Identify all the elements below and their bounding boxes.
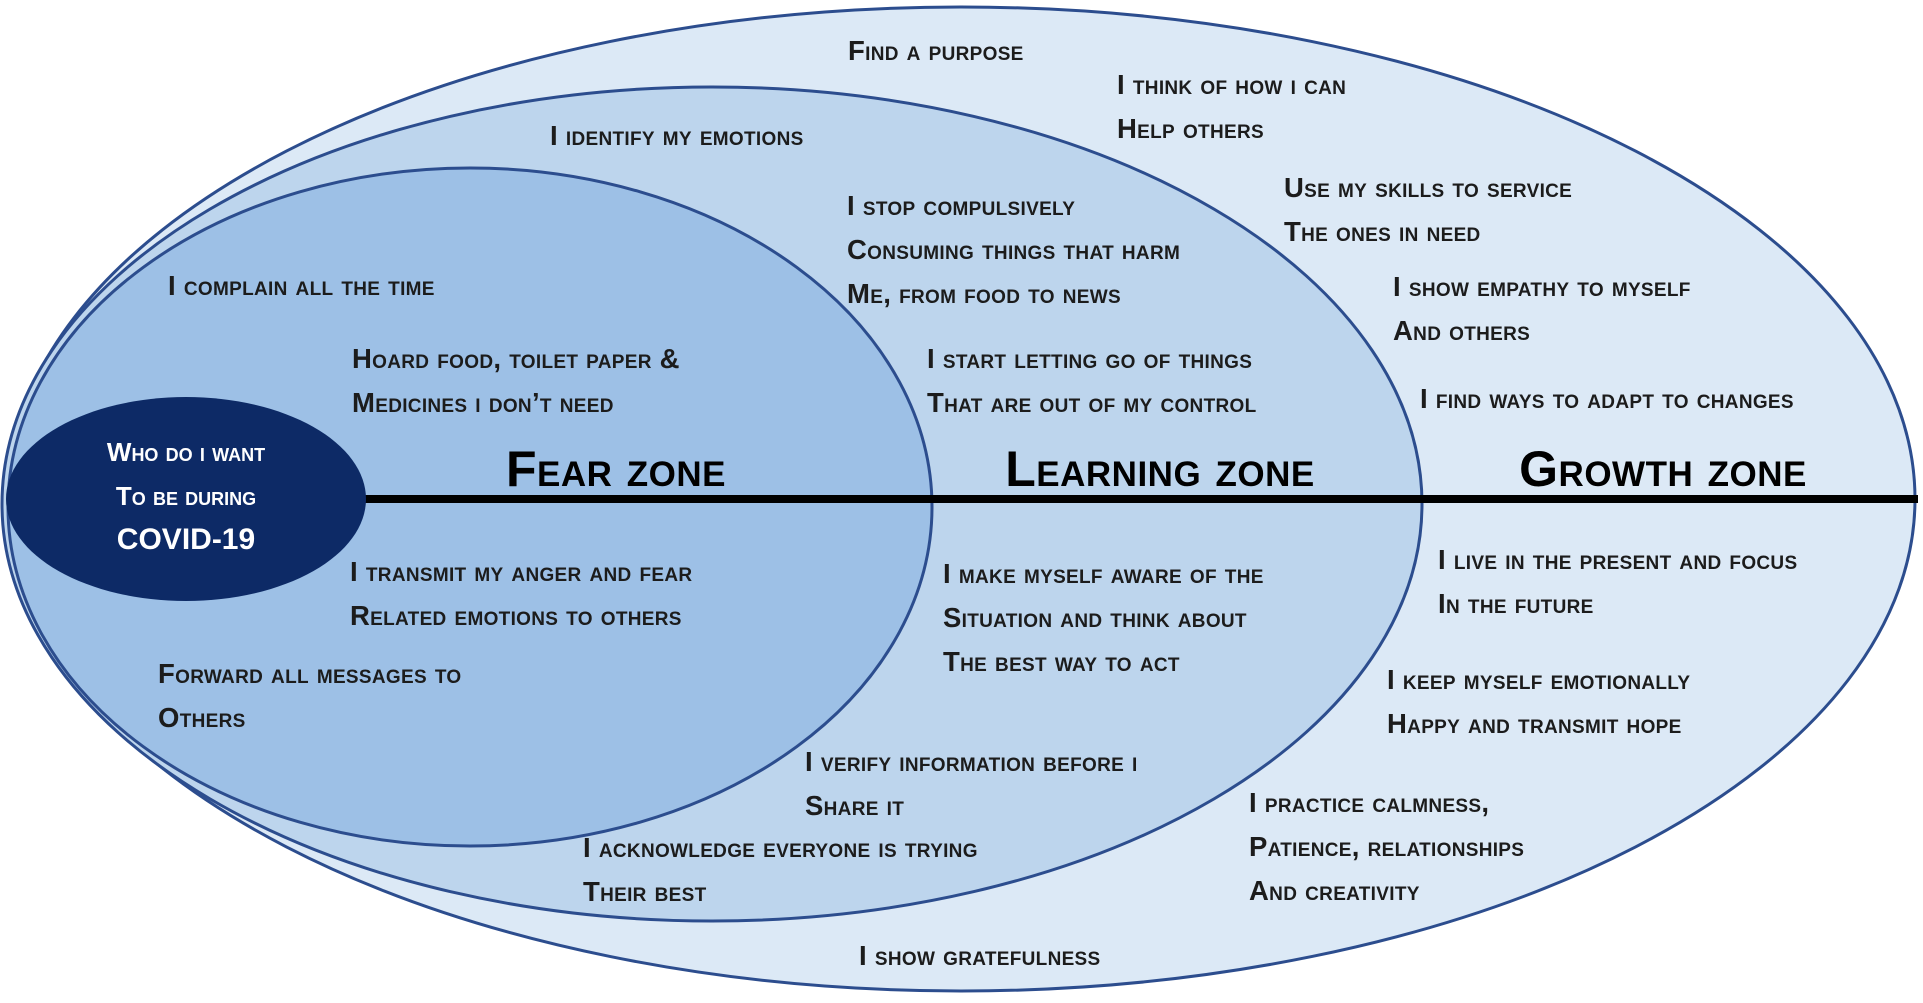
fear-zone-title: Fear Zone — [506, 442, 726, 496]
growth-item-line: I show gratefulness — [859, 940, 1101, 971]
growth-item-line: I keep myself emotionally — [1387, 664, 1691, 695]
growth-item: Use my skills to service the ones in nee… — [1284, 166, 1572, 254]
growth-item-line: I think of how I can — [1117, 69, 1347, 100]
growth-zone-title: Growth Zone — [1519, 442, 1807, 496]
learning-item: I stop compulsively consuming things tha… — [847, 184, 1180, 316]
learning-item-line: their best — [583, 876, 707, 907]
fear-item-line: others — [158, 702, 246, 733]
learning-item-line: I stop compulsively — [847, 190, 1076, 221]
fear-item-line: I transmit my anger and fear — [350, 556, 693, 587]
learning-item-line: me, from food to news — [847, 278, 1121, 309]
growth-item-line: and creativity — [1249, 875, 1420, 906]
fear-zone-title-text: Fear Zone — [505, 441, 727, 497]
fear-item-line: medicines I don’t need — [352, 387, 614, 418]
learning-item: I identify my emotions — [550, 114, 804, 158]
fear-item-line: Forward all messages to — [158, 658, 462, 689]
fear-item: I transmit my anger and fear related emo… — [350, 550, 692, 638]
learning-item-line: consuming things that harm — [847, 234, 1181, 265]
growth-item: I think of how I can help others — [1117, 63, 1346, 151]
growth-item-line: the ones in need — [1284, 216, 1481, 247]
learning-item: I start letting go of things that are ou… — [927, 337, 1257, 425]
learning-zone-title: Learning Zone — [1005, 442, 1315, 496]
growth-item-line: I find ways to adapt to changes — [1420, 383, 1794, 414]
growth-zone-title-text: Growth Zone — [1519, 441, 1807, 497]
growth-item-line: in the future — [1438, 588, 1594, 619]
growth-item: I live in the present and focus in the f… — [1438, 538, 1797, 626]
growth-item-line: I show empathy to myself — [1393, 271, 1691, 302]
growth-item-line: and others — [1393, 315, 1531, 346]
center-label-line-1: Who do I want — [106, 437, 266, 467]
fear-item: I complain all the time — [168, 264, 435, 308]
growth-item: I show empathy to myself and others — [1393, 265, 1691, 353]
growth-item-line: help others — [1117, 113, 1264, 144]
learning-item-line: I identify my emotions — [550, 120, 804, 151]
growth-item: Find a purpose — [848, 29, 1024, 73]
fear-item: Forward all messages to others — [158, 652, 462, 740]
growth-item-line: I practice calmness, — [1249, 787, 1490, 818]
learning-item-line: share it — [805, 790, 905, 821]
growth-item-line: patience, relationships — [1249, 831, 1525, 862]
growth-item-line: happy and transmit hope — [1387, 708, 1682, 739]
growth-item: I find ways to adapt to changes — [1420, 377, 1794, 421]
fear-item: Hoard food, toilet paper & medicines I d… — [352, 337, 680, 425]
growth-item-line: I live in the present and focus — [1438, 544, 1798, 575]
learning-item: I make myself aware of the situation and… — [943, 552, 1264, 684]
center-ellipse — [6, 397, 366, 601]
learning-item-line: I start letting go of things — [927, 343, 1253, 374]
learning-item-line: I make myself aware of the — [943, 558, 1264, 589]
learning-item-line: I verify information before I — [805, 746, 1138, 777]
learning-item-line: that are out of my control — [927, 387, 1257, 418]
learning-item-line: situation and think about — [943, 602, 1247, 633]
learning-item-line: I acknowledge everyone is trying — [583, 832, 978, 863]
growth-item: I keep myself emotionally happy and tran… — [1387, 658, 1690, 746]
center-label-line-2: to be during — [115, 481, 257, 511]
growth-item-line: Find a purpose — [848, 35, 1024, 66]
center-label: Who do I want to be during COVID-19 — [10, 430, 362, 562]
growth-item: I practice calmness, patience, relations… — [1249, 781, 1524, 913]
fear-item-line: related emotions to others — [350, 600, 682, 631]
learning-item-line: the best way to act — [943, 646, 1180, 677]
learning-item: I verify information before I share it — [805, 740, 1138, 828]
fear-item-line: I complain all the time — [168, 270, 435, 301]
growth-item: I show gratefulness — [859, 934, 1101, 978]
fear-item-line: Hoard food, toilet paper & — [352, 343, 680, 374]
learning-item: I acknowledge everyone is trying their b… — [583, 826, 978, 914]
growth-item-line: Use my skills to service — [1284, 172, 1573, 203]
center-label-line-3: COVID-19 — [116, 523, 256, 556]
learning-zone-title-text: Learning Zone — [1005, 441, 1315, 497]
